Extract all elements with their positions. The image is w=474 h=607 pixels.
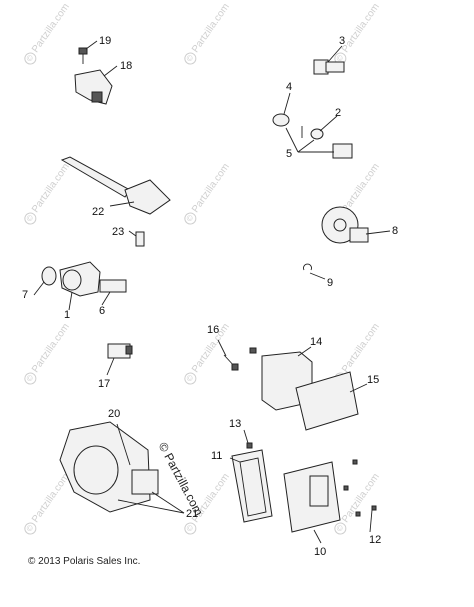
temp-sensor-part-17 — [107, 343, 133, 359]
callout-2: 2 — [335, 107, 342, 119]
screws-part-12 — [343, 459, 377, 517]
knock-sensor-part-8 — [321, 206, 369, 244]
callout-18: 18 — [120, 60, 133, 72]
fitting-part-3 — [313, 59, 345, 75]
leader-lines — [33, 40, 391, 544]
copyright-notice: © 2013 Polaris Sales Inc. — [28, 556, 141, 567]
throttle-body-part-20 — [59, 421, 159, 513]
callout-15: 15 — [367, 374, 380, 386]
bracket-part-11 — [231, 449, 273, 523]
callout-17: 17 — [98, 378, 111, 390]
callout-14: 14 — [310, 336, 323, 348]
cover-part-15 — [295, 371, 359, 431]
callout-9: 9 — [327, 277, 334, 289]
screw-part-13 — [246, 442, 253, 449]
callout-16: 16 — [207, 324, 220, 336]
callout-12: 12 — [369, 534, 382, 546]
ecu-part-10 — [283, 461, 341, 533]
callout-3: 3 — [339, 35, 346, 47]
callout-21: 21 — [186, 508, 199, 520]
callout-8: 8 — [392, 225, 399, 237]
o-ring-part-7 — [41, 266, 57, 286]
bolt-part-16 — [223, 354, 239, 371]
callout-10: 10 — [314, 546, 327, 558]
sleeve-part-6 — [99, 279, 127, 293]
map-sensor-part-18 — [74, 69, 113, 105]
callout-11: 11 — [211, 450, 223, 462]
callout-1: 1 — [64, 309, 71, 321]
callout-5: 5 — [286, 148, 293, 160]
sensor-part-5 — [301, 126, 353, 159]
cap-part-4 — [272, 113, 290, 127]
callout-22: 22 — [92, 206, 105, 218]
callout-7: 7 — [22, 289, 29, 301]
callout-6: 6 — [99, 305, 106, 317]
callout-13: 13 — [229, 418, 242, 430]
callout-19: 19 — [99, 35, 112, 47]
callout-23: 23 — [112, 226, 125, 238]
ring-part-2 — [310, 128, 324, 140]
callout-20: 20 — [108, 408, 121, 420]
speed-sensor-part-22 — [60, 156, 171, 215]
bolt-part-19 — [78, 47, 88, 64]
housing-part-1 — [59, 261, 101, 297]
clip-part-9 — [303, 263, 312, 271]
callout-4: 4 — [286, 81, 293, 93]
screw-part-23 — [135, 231, 145, 247]
